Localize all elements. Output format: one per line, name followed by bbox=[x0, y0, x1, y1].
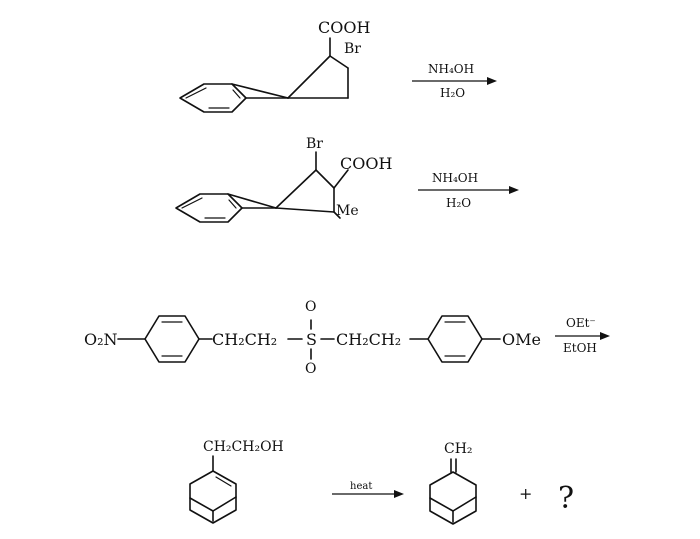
reaction-2-reagent-top: NH₄OH bbox=[432, 171, 478, 185]
reaction-1: COOH Br NH₄OH H₂O bbox=[179, 18, 497, 113]
reaction-3-chain-left: CH₂CH₂ bbox=[212, 330, 277, 349]
reaction-2-benzene-ring bbox=[175, 193, 243, 223]
reaction-4-unknown-product: ? bbox=[558, 481, 574, 516]
reaction-1-reagent-top: NH₄OH bbox=[428, 62, 474, 76]
reaction-4-reactant-substituent: CH₂CH₂OH bbox=[203, 439, 284, 455]
reaction-3-reagent-bottom: EtOH bbox=[563, 341, 597, 355]
reaction-1-cyclopentane-ring bbox=[231, 37, 349, 99]
reaction-3-oxygen-top: O bbox=[305, 299, 316, 315]
reaction-4-product-bicyclic-ring bbox=[429, 471, 477, 525]
reaction-2-arrow: NH₄OH H₂O bbox=[418, 171, 519, 210]
reaction-3-nitro-label: O₂N bbox=[84, 330, 118, 349]
reaction-2-br-label: Br bbox=[306, 136, 323, 152]
reaction-4-product-substituent: CH₂ bbox=[444, 441, 473, 457]
reaction-4: CH₂CH₂OH heat CH₂ + ? bbox=[189, 439, 574, 525]
reaction-4-condition: heat bbox=[350, 481, 372, 492]
reaction-3-reagent-top: OEt⁻ bbox=[566, 316, 596, 330]
reaction-4-reactant-bicyclic-ring bbox=[189, 470, 237, 524]
reaction-4-plus-sign: + bbox=[519, 484, 532, 503]
reaction-1-benzene-ring bbox=[179, 83, 247, 113]
reaction-2-reagent-bottom: H₂O bbox=[446, 196, 471, 210]
reaction-3-left-benzene-ring bbox=[144, 315, 200, 363]
reaction-3-right-benzene-ring bbox=[427, 315, 483, 363]
reaction-2-me-label: Me bbox=[336, 203, 359, 219]
reaction-2: Br COOH Me NH₄OH H₂O bbox=[175, 136, 519, 223]
reaction-3-methoxy-label: OMe bbox=[502, 330, 541, 349]
reaction-3-arrow: OEt⁻ EtOH bbox=[555, 316, 610, 355]
reaction-3-chain-right: CH₂CH₂ bbox=[336, 330, 401, 349]
reaction-3-sulfur-label: S bbox=[306, 330, 317, 349]
reaction-3-oxygen-bottom: O bbox=[305, 361, 316, 377]
reaction-3: O₂N CH₂CH₂ S O O CH₂CH₂ OMe OEt⁻ EtOH bbox=[84, 299, 610, 377]
reaction-1-cooh-label: COOH bbox=[318, 18, 370, 37]
reaction-4-arrow: heat bbox=[332, 481, 404, 498]
reaction-1-br-label: Br bbox=[344, 41, 361, 57]
reaction-1-arrow: NH₄OH H₂O bbox=[412, 62, 497, 100]
reaction-1-reagent-bottom: H₂O bbox=[440, 86, 465, 100]
reaction-2-cyclopentane-ring bbox=[227, 151, 349, 219]
reaction-2-cooh-label: COOH bbox=[340, 154, 392, 173]
